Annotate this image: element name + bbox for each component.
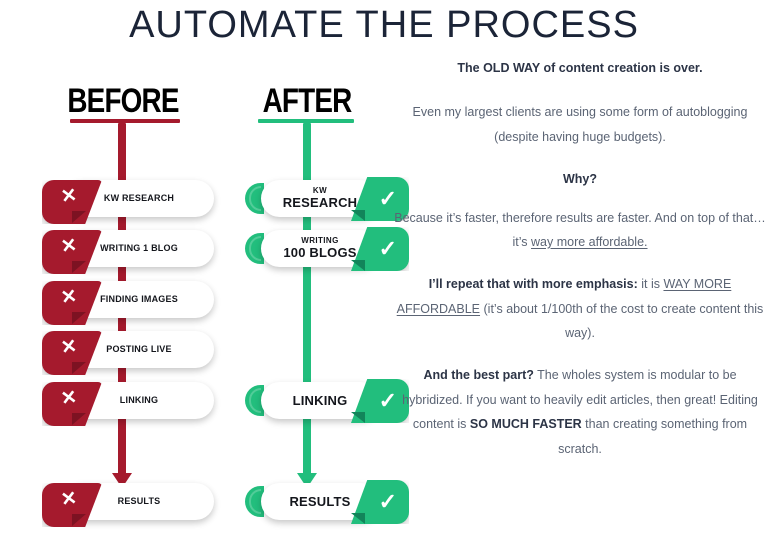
cross-icon-glyph: ✕ xyxy=(59,487,79,512)
before-step-label: FINDING IMAGES xyxy=(100,293,178,304)
before-connector-6 xyxy=(118,415,126,477)
before-step-label: WRITING 1 BLOG xyxy=(100,242,178,253)
copy-p2-underline[interactable]: way more affordable. xyxy=(531,234,648,249)
after-step-label-line1: KW xyxy=(312,186,328,196)
copy-paragraph-3: I’ll repeat that with more emphasis: it … xyxy=(392,272,768,345)
copy-p4-tail: than creating something from scratch. xyxy=(558,417,748,456)
copy-p4-bold: And the best part? xyxy=(423,368,534,383)
before-step-label: RESULTS xyxy=(117,495,161,506)
copy-p3-underline[interactable]: WAY MORE AFFORDABLE xyxy=(396,277,732,316)
after-badge-fold xyxy=(351,412,365,423)
after-step-label-line1: WRITING xyxy=(301,236,339,246)
before-column-heading: BEFORE xyxy=(67,82,179,120)
before-step-label: POSTING LIVE xyxy=(106,343,172,354)
copy-paragraph-4: And the best part? The wholes system is … xyxy=(392,363,768,461)
copy-p2-text: Because it’s faster, therefore results a… xyxy=(394,210,766,249)
before-heading-underline xyxy=(70,119,180,123)
copy-p3-text: it is xyxy=(637,277,664,292)
check-icon-glyph: ✓ xyxy=(378,488,397,514)
after-connector-1 xyxy=(303,123,311,185)
before-connector-4 xyxy=(118,314,126,336)
check-icon-glyph: ✓ xyxy=(378,387,397,413)
before-badge-fold xyxy=(72,211,86,223)
after-step-label: WRITING 100 BLOGS xyxy=(283,236,357,260)
after-badge-fold xyxy=(351,260,365,271)
marketing-copy-column: The OLD WAY of content creation is over.… xyxy=(392,56,768,475)
before-badge-fold xyxy=(72,312,86,324)
after-step-label-line2: RESULTS xyxy=(289,493,351,509)
before-connector-1 xyxy=(118,123,126,185)
copy-paragraph-1: Even my largest clients are using some f… xyxy=(412,105,748,144)
before-badge-fold xyxy=(72,413,86,425)
after-step-label-line2: LINKING xyxy=(292,392,348,408)
copy-p3-tail: (it’s about 1/100th of the cost to creat… xyxy=(480,301,764,340)
before-badge-fold xyxy=(72,362,86,374)
process-flow-diagram: BEFORE KW RESEARCH ✕ WRITING 1 BLOG ✕ F xyxy=(42,82,409,527)
copy-why-heading: Why? xyxy=(562,172,598,187)
after-step-label-line2: 100 BLOGS xyxy=(283,244,357,260)
check-icon-glyph: ✓ xyxy=(378,235,397,261)
before-badge-fold xyxy=(72,261,86,273)
cross-icon-glyph: ✕ xyxy=(59,335,79,360)
cross-icon-glyph: ✕ xyxy=(59,386,79,411)
after-connector-3 xyxy=(303,263,311,387)
before-step-label: KW RESEARCH xyxy=(103,192,175,203)
page-title: AUTOMATE THE PROCESS xyxy=(129,4,639,46)
cross-icon-glyph: ✕ xyxy=(59,234,79,259)
before-connector-5 xyxy=(118,364,126,386)
before-step-label: LINKING xyxy=(119,394,159,405)
copy-p4-text: The wholes system is modular to be hybri… xyxy=(402,368,758,432)
copy-p3-bold: I’ll repeat that with more emphasis: xyxy=(428,277,638,292)
cross-icon-glyph: ✕ xyxy=(59,184,79,209)
after-step-label: KW RESEARCH xyxy=(282,186,358,210)
after-connector-2 xyxy=(303,213,311,235)
before-connector-2 xyxy=(118,213,126,235)
after-badge-fold xyxy=(351,513,365,524)
copy-paragraph-2: Because it’s faster, therefore results a… xyxy=(392,206,768,255)
check-icon-glyph: ✓ xyxy=(378,185,397,211)
after-badge-fold xyxy=(351,210,365,221)
cross-icon-glyph: ✕ xyxy=(59,285,79,310)
after-heading-underline xyxy=(258,119,354,123)
after-step-label: LINKING xyxy=(292,392,348,408)
after-step-label: RESULTS xyxy=(289,493,351,509)
after-connector-4 xyxy=(303,415,311,477)
after-step-label-line2: RESEARCH xyxy=(282,194,358,210)
after-column-heading: AFTER xyxy=(262,82,353,120)
copy-lead: The OLD WAY of content creation is over. xyxy=(457,61,703,75)
before-badge-fold xyxy=(72,514,86,526)
copy-p4-bold2: SO MUCH FASTER xyxy=(469,417,582,432)
before-connector-3 xyxy=(118,263,126,285)
